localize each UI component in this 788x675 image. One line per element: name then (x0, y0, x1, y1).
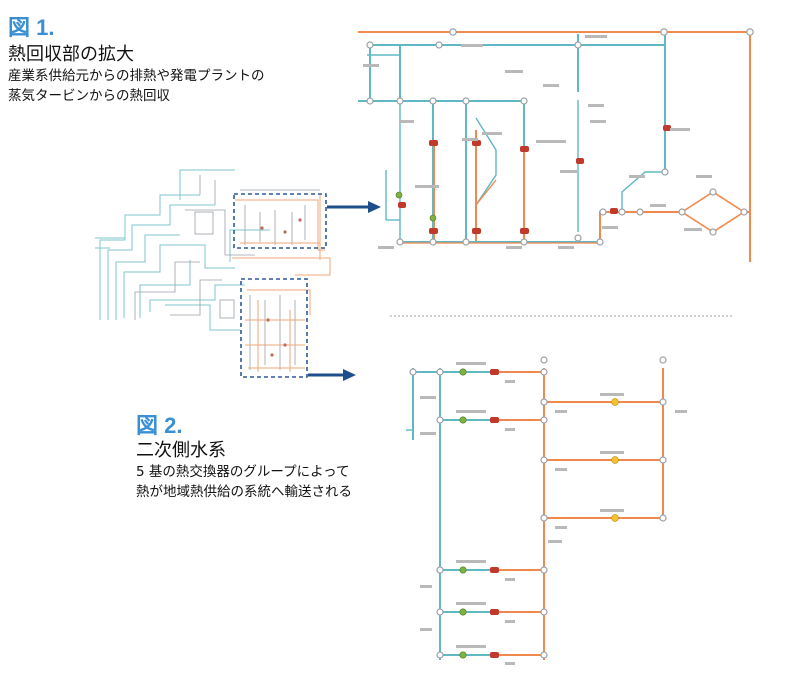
secondary-water-callout-box (240, 278, 308, 378)
figure2-description-line2: 熱が地域熱供給の系統へ輸送される (136, 484, 352, 500)
heat-recovery-callout-box (233, 193, 327, 249)
figure1-label: 図 1. (8, 15, 55, 40)
arrow-to-figure1 (327, 201, 381, 213)
heat-recovery-schematic (358, 28, 754, 262)
figure1-description-line2: 蒸気タービンからの熱回収 (8, 88, 170, 104)
figure2-description-line1: 5 基の熱交換器のグループによって (136, 464, 350, 480)
figure2-label: 図 2. (136, 413, 183, 438)
overview-schematic (95, 169, 331, 372)
figure1-description-line1: 産業系供給元からの排熱や発電プラントの (8, 68, 265, 84)
arrow-to-figure2 (308, 369, 356, 381)
figure2-title: 二次側水系 (136, 440, 226, 461)
secondary-water-schematic (406, 356, 687, 665)
figure1-title: 熱回収部の拡大 (8, 44, 134, 65)
